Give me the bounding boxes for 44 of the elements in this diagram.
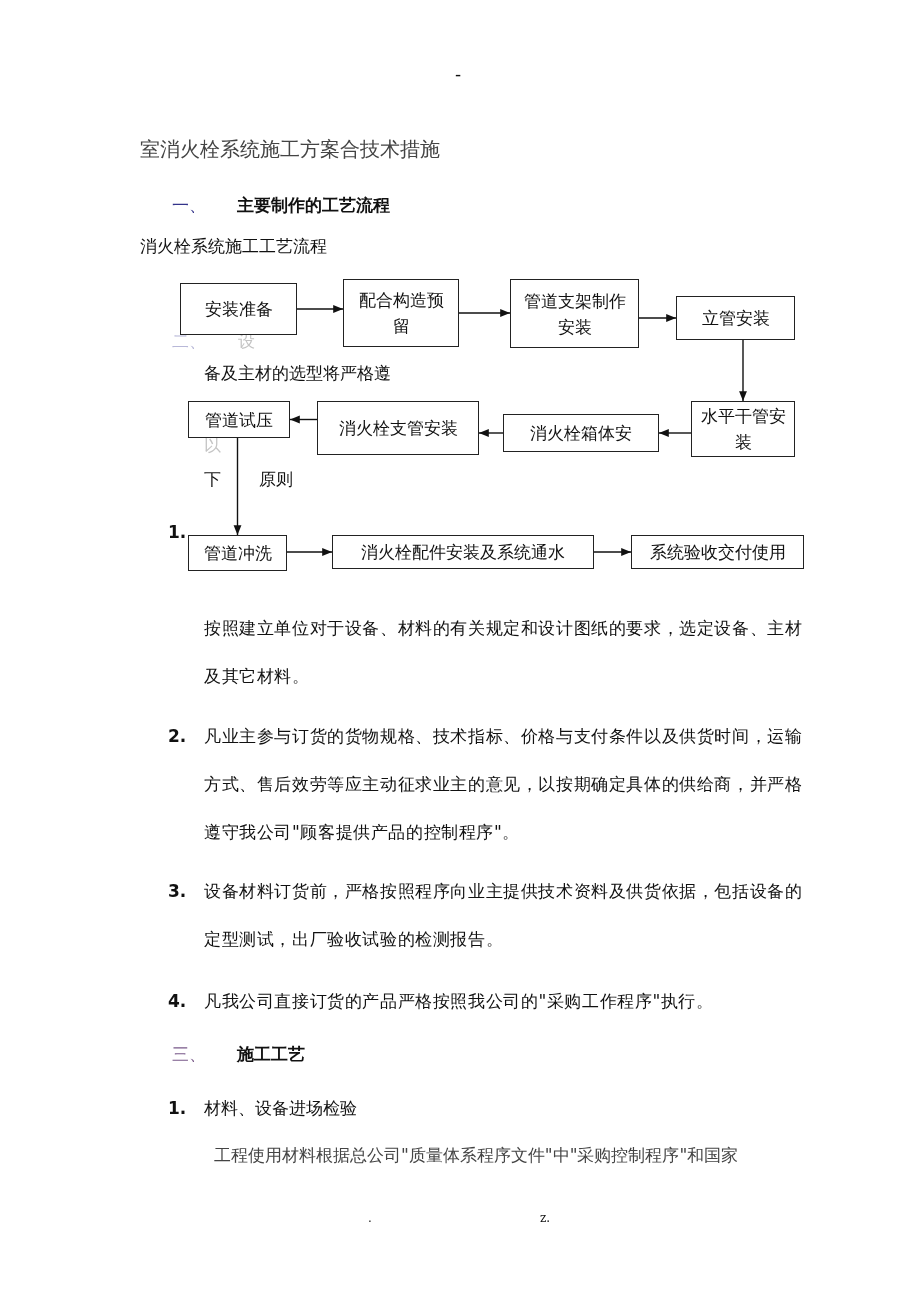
text-fragment: 原则 (259, 468, 293, 491)
text-fragment: 备及主材的选型将严格遵 (204, 362, 391, 385)
paragraph: 工程使用材料根据总公司"质量体系程序文件"中"采购控制程序"和国家 (214, 1144, 739, 1167)
paragraph: 按照建立单位对于设备、材料的有关规定和设计图纸的要求，选定设备、主材及其它材料。 (204, 617, 804, 688)
header-mark: - (455, 63, 462, 86)
text-fragment: 下 (204, 468, 221, 491)
arrow (286, 548, 333, 556)
footer-mark: . (368, 1210, 372, 1227)
list-number: 3. (168, 880, 187, 903)
process-box: 管道试压 (188, 401, 290, 438)
arrow (296, 305, 344, 313)
arrow (289, 415, 318, 424)
arrow (593, 548, 632, 556)
section-heading: 主要制作的工艺流程 (237, 194, 390, 217)
process-box: 安装准备 (180, 283, 297, 335)
process-box: 立管安装 (676, 296, 795, 340)
process-box: 水平干管安装 (691, 401, 795, 457)
process-box: 管道冲洗 (188, 535, 287, 571)
arrow (458, 309, 511, 317)
process-box: 系统验收交付使用 (631, 535, 804, 569)
process-box: 配合构造预留 (343, 279, 459, 347)
arrow (739, 339, 747, 402)
flowchart-heading: 消火栓系统施工工艺流程 (140, 235, 327, 258)
page-title: 室消火栓系统施工方案合技术措施 (140, 137, 440, 161)
process-box: 消火栓支管安装 (317, 401, 479, 455)
process-box: 消火栓配件安装及系统通水 (332, 535, 594, 569)
arrow (658, 429, 692, 437)
list-number: 2. (168, 725, 187, 748)
footer-mark: z. (540, 1210, 551, 1227)
process-box: 管道支架制作安装 (510, 279, 639, 348)
arrow (233, 437, 242, 536)
section-number: 三、 (172, 1043, 206, 1066)
section-number: 一、 (172, 194, 206, 217)
list-item-text: 材料、设备进场检验 (204, 1097, 357, 1120)
process-box: 消火栓箱体安 (503, 414, 659, 452)
list-number: 4. (168, 990, 187, 1013)
paragraph: 凡业主参与订货的货物规格、技术指标、价格与支付条件以及供货时间，运输方式、售后效劳等应主动征求业主的意见，以按期确定具体的供给商，并严格遵守我公司"顾客提供产品的控制程序"。 (204, 725, 804, 844)
arrow (638, 314, 677, 322)
paragraph: 凡我公司直接订货的产品严格按照我公司的"采购工作程序"执行。 (204, 990, 715, 1013)
list-number: 1. (168, 1097, 187, 1120)
paragraph: 设备材料订货前，严格按照程序向业主提供技术资料及供货依据，包括设备的定型测试，出厂验收试验的检测报告。 (204, 880, 804, 951)
section-heading: 施工工艺 (237, 1043, 305, 1066)
arrow (478, 429, 504, 437)
list-number: 1. (168, 521, 187, 544)
